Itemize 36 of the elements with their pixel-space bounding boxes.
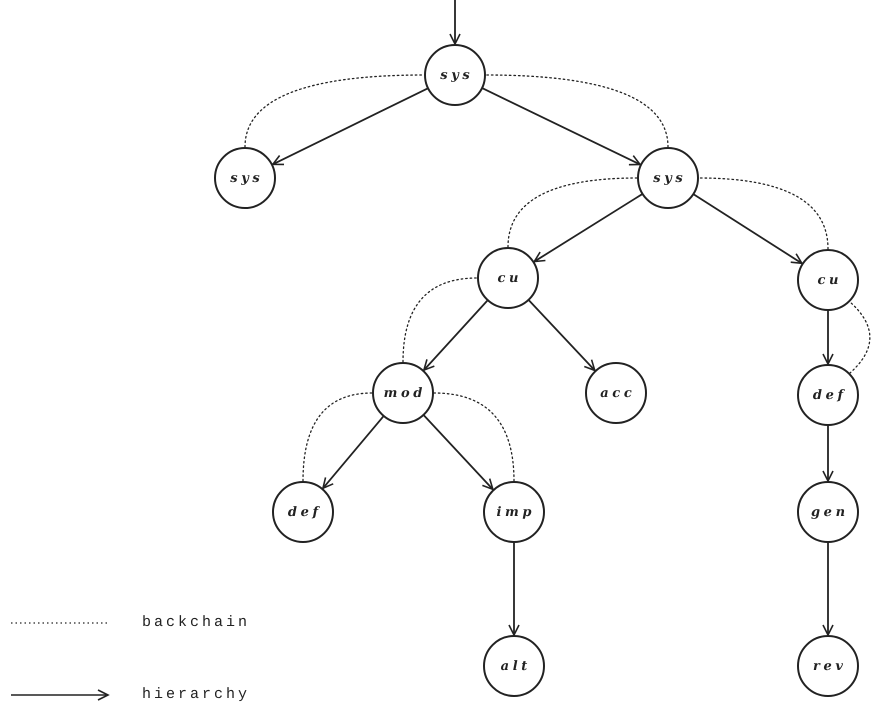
hierarchy-arrow — [693, 194, 803, 264]
hierarchy-arrow — [322, 416, 384, 490]
node-label: rev — [812, 660, 847, 672]
node-label: imp — [495, 506, 536, 518]
hierarchy-arrow — [423, 300, 488, 371]
node-label: gen — [810, 506, 849, 518]
node-label: def — [286, 506, 322, 518]
node-label: alt — [500, 660, 531, 672]
hierarchy-arrow — [528, 300, 596, 372]
hierarchy-arrow — [533, 194, 643, 262]
node-label: sys — [652, 172, 686, 184]
legend-label: backchain — [142, 613, 250, 633]
backchain-line — [507, 177, 638, 248]
node-label: cu — [496, 272, 522, 284]
node-label: mod — [382, 386, 426, 400]
node-label: acc — [599, 386, 636, 400]
hierarchy-arrow — [272, 88, 428, 166]
backchain-line — [433, 392, 515, 482]
hierarchy-arrow — [822, 542, 834, 636]
hierarchy-arrow — [822, 310, 834, 365]
legend-label: hierarchy — [142, 685, 250, 705]
hierarchy-arrow — [822, 425, 834, 482]
backchain-line — [698, 177, 829, 250]
node-label: sys — [439, 68, 474, 82]
backchain-line — [849, 301, 870, 374]
hierarchy-arrow — [423, 414, 494, 490]
node-label: def — [812, 388, 847, 402]
backchain-line — [302, 392, 373, 482]
backchain-line — [402, 277, 478, 363]
hierarchy-arrow — [449, 0, 461, 45]
node-label: sys — [229, 172, 264, 184]
hierarchy-arrow — [482, 88, 641, 166]
hierarchy-arrow — [508, 542, 520, 636]
backchain-line — [244, 74, 425, 148]
backchain-line — [485, 74, 669, 148]
node-label: cu — [816, 274, 842, 286]
